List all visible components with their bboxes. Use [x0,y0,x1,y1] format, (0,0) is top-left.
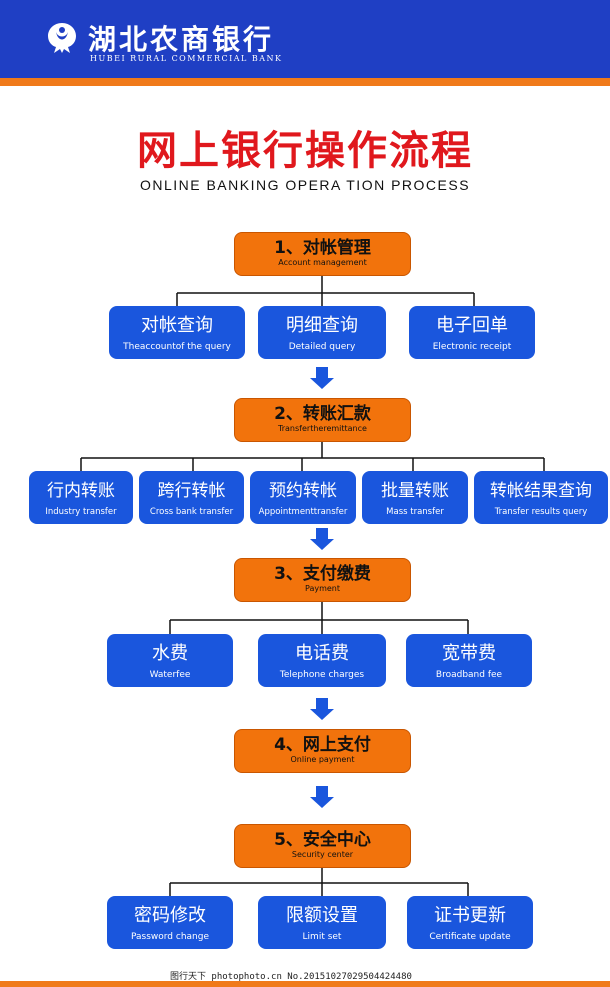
item-label-cn: 电子回单 [436,315,508,336]
step-4-title: 4、网上支付 [274,735,371,755]
step-3-title: 3、支付缴费 [274,564,371,584]
step-5-title: 5、安全中心 [274,830,371,850]
item-label-en: Detailed query [288,342,356,352]
item-limit-set: 限额设置 Limit set [258,896,386,949]
item-label-en: Industry transfer [45,507,117,517]
item-label-cn: 对帐查询 [141,315,213,336]
bank-name-cn: 湖北农商银行 [88,23,275,56]
step-2-subtitle: Transfertheremittance [278,424,367,433]
item-label-en: Transfer results query [494,507,588,517]
step-1-subtitle: Account management [278,258,367,267]
item-label-en: Limit set [302,932,342,942]
page-title: 网上银行操作流程 [137,127,473,174]
header-bar [0,0,610,78]
item-label-en: Broadband fee [435,670,503,680]
item-certificate-update: 证书更新 Certificate update [407,896,533,949]
item-label-en: Cross bank transfer [149,507,234,517]
footer-stripe [0,981,610,987]
item-label-cn: 明细查询 [286,315,358,336]
item-telephone-charges: 电话费 Telephone charges [258,634,386,687]
item-password-change: 密码修改 Password change [107,896,233,949]
item-account-query: 对帐查询 Theaccountof the query [109,306,245,359]
bank-name-en: HUBEI RURAL COMMERCIAL BANK [90,54,283,63]
item-label-cn: 水费 [152,643,188,664]
step-2-transfer-remittance: 2、转账汇款 Transfertheremittance [234,398,411,442]
step-1-title: 1、对帐管理 [274,238,371,258]
arrow-down-icon [310,367,334,389]
item-label-en: Certificate update [429,932,511,942]
item-label-en: Waterfee [149,670,191,680]
item-cross-bank-transfer: 跨行转帐 Cross bank transfer [139,471,244,524]
step-4-online-payment: 4、网上支付 Online payment [234,729,411,773]
page-subtitle: ONLINE BANKING OPERA TION PROCESS [139,177,471,193]
item-transfer-results-query: 转帐结果查询 Transfer results query [474,471,608,524]
step-5-security-center: 5、安全中心 Security center [234,824,411,868]
connector-step-3 [169,602,469,634]
item-label-cn: 电话费 [295,643,349,664]
step-5-subtitle: Security center [291,850,354,859]
step-2-title: 2、转账汇款 [274,404,371,424]
item-label-cn: 行内转账 [47,481,115,501]
item-electronic-receipt: 电子回单 Electronic receipt [409,306,535,359]
item-label-cn: 密码修改 [134,905,206,926]
item-label-en: Telephone charges [279,670,365,680]
item-label-cn: 证书更新 [434,905,506,926]
item-water-fee: 水费 Waterfee [107,634,233,687]
step-1-account-management: 1、对帐管理 Account management [234,232,411,276]
item-label-en: Appointmenttransfer [258,507,348,517]
header-stripe [0,78,610,86]
item-label-en: Electronic receipt [432,342,512,352]
step-3-payment: 3、支付缴费 Payment [234,558,411,602]
item-label-en: Mass transfer [386,507,444,517]
step-3-subtitle: Payment [304,584,341,593]
item-mass-transfer: 批量转账 Mass transfer [362,471,468,524]
item-label-cn: 限额设置 [286,905,358,926]
item-appointment-transfer: 预约转帐 Appointmenttransfer [250,471,356,524]
item-label-cn: 预约转帐 [269,481,337,501]
item-label-en: Theaccountof the query [123,342,231,352]
item-detailed-query: 明细查询 Detailed query [258,306,386,359]
arrow-down-icon [310,786,334,808]
item-label-en: Password change [130,932,210,942]
item-label-cn: 转帐结果查询 [490,481,592,501]
connector-step-1 [176,276,475,306]
arrow-down-icon [310,698,334,720]
connector-step-2 [80,442,545,471]
step-4-subtitle: Online payment [290,755,355,764]
connector-step-5 [169,868,469,896]
bank-logo-icon [48,23,76,53]
item-label-cn: 宽带费 [442,643,496,664]
item-broadband-fee: 宽带费 Broadband fee [406,634,532,687]
arrow-down-icon [310,528,334,550]
item-industry-transfer: 行内转账 Industry transfer [29,471,133,524]
item-label-cn: 跨行转帐 [157,481,226,501]
watermark-text: 图行天下 photophoto.cn No.201510270295044244… [170,972,412,982]
item-label-cn: 批量转账 [381,481,449,501]
